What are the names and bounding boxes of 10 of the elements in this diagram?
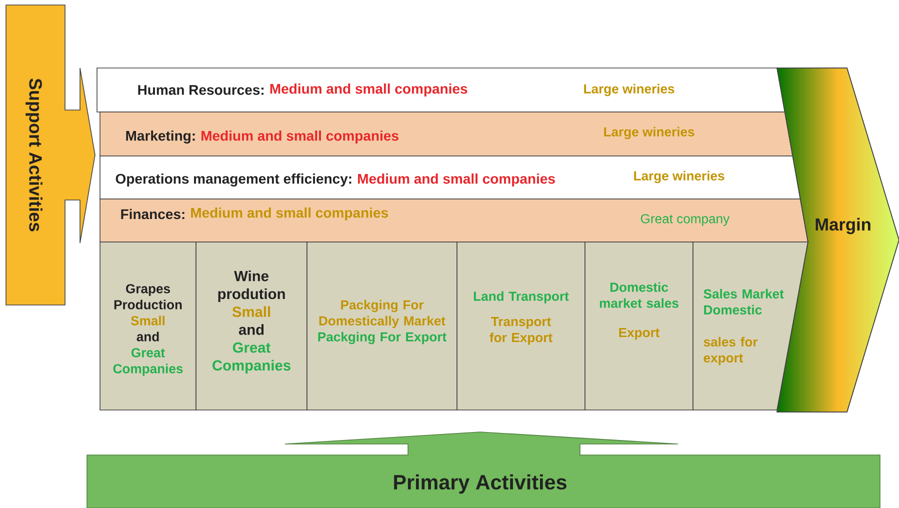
- activity-cell: Wine prodution Small and Great Companies: [196, 242, 308, 410]
- activity-band: Finances: Medium and small companies Great company: [100, 198, 808, 242]
- activity-cell: Grapes Production Small and Great Companies: [100, 242, 196, 410]
- activity-band: Operations management efficiency: Medium and small companies Large wineries: [100, 156, 801, 200]
- activity-band: Human Resources: Medium and small companies Large wineries: [96, 68, 786, 112]
- activity-cell: Packging For Domestically Market Packging For Export: [306, 242, 458, 410]
- activity-cell: Sales Market Domestic sales for export: [692, 242, 808, 410]
- activity-cell: Domestic market sales Export: [584, 242, 694, 410]
- activity-cell: Land Transport Transport for Export: [456, 242, 586, 410]
- activity-band: Marketing: Medium and small companies Large wineries: [100, 112, 794, 156]
